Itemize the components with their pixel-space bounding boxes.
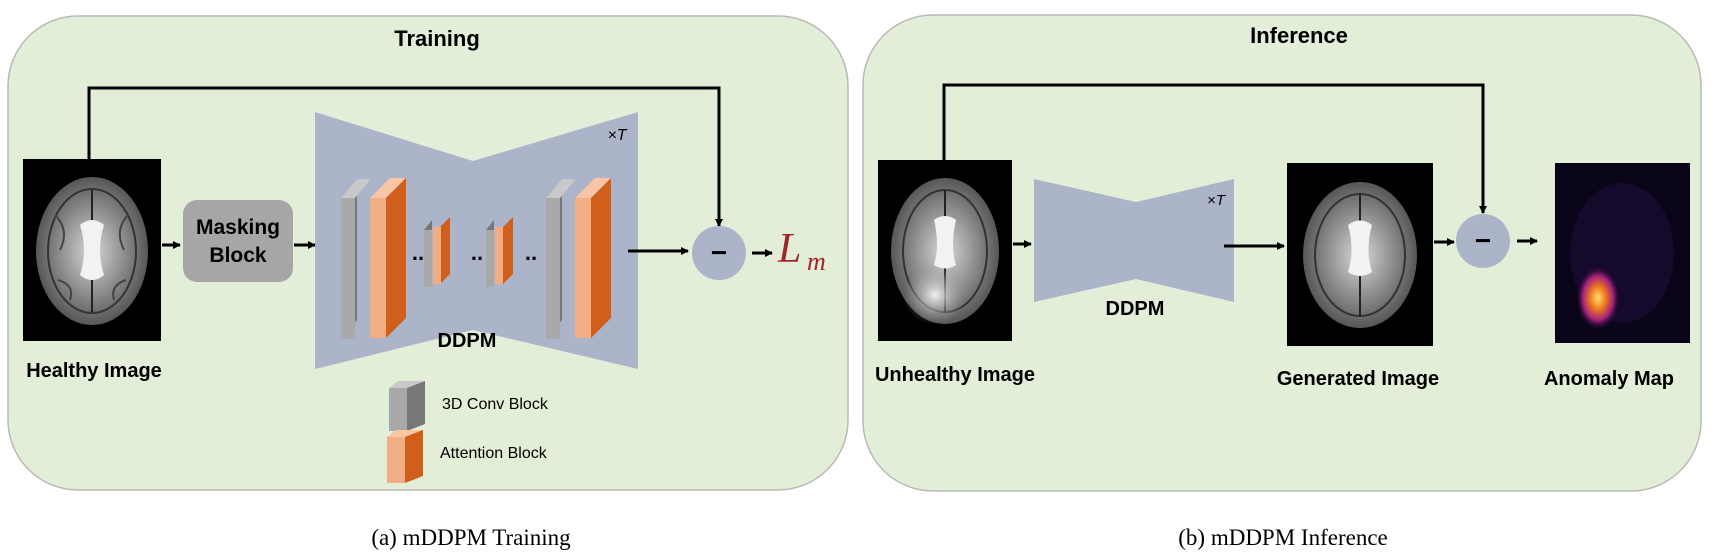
inference-ddpm-label: DDPM	[1106, 298, 1165, 320]
ddpm-conv-block-small-1	[424, 220, 432, 287]
loss-subscript: m	[807, 247, 826, 276]
legend-attention-label: Attention Block	[440, 445, 548, 462]
training-times-t: ×T	[607, 127, 627, 144]
inference-skip-connection	[942, 83, 1487, 214]
ddpm-attention-block-small-1	[433, 217, 450, 284]
legend-conv-label: 3D Conv Block	[442, 396, 549, 413]
legend-conv-block-icon	[389, 381, 425, 431]
healthy-image	[23, 159, 161, 341]
training-skip-connection	[87, 86, 723, 227]
loss-symbol: L	[777, 226, 801, 272]
masking-block-label-line2: Block	[209, 244, 267, 267]
healthy-image-label: Healthy Image	[26, 360, 162, 382]
ddpm-attention-block-right	[575, 178, 611, 338]
ddpm-dots-2: ..	[471, 240, 483, 265]
training-minus-circle	[692, 226, 746, 280]
generated-image-label: Generated Image	[1277, 368, 1439, 390]
masking-block-label-line1: Masking	[196, 216, 280, 239]
inference-title: Inference	[1250, 23, 1348, 48]
ddpm-attention-block-left	[370, 178, 406, 338]
ddpm-conv-block-right	[546, 179, 576, 339]
unhealthy-image	[878, 160, 1012, 341]
training-minus-sign: −	[711, 237, 727, 268]
inference-panel-background	[862, 14, 1702, 492]
inference-ddpm-shape	[1034, 179, 1234, 302]
anomaly-map	[1555, 163, 1690, 343]
training-title: Training	[394, 26, 480, 51]
inference-minus-sign: −	[1475, 225, 1491, 256]
caption-b: (b) mDDPM Inference	[1178, 525, 1387, 550]
training-ddpm-label: DDPM	[438, 330, 497, 352]
legend-attention-block-icon	[387, 430, 423, 483]
legend: 3D Conv Block Attention Block	[387, 381, 549, 483]
ddpm-attention-block-small-2	[495, 217, 513, 284]
generated-image	[1287, 163, 1433, 346]
caption-a: (a) mDDPM Training	[371, 525, 571, 550]
anomaly-map-label: Anomaly Map	[1544, 368, 1674, 390]
inference-minus-circle	[1456, 214, 1510, 268]
ddpm-conv-block-small-2	[486, 220, 494, 287]
ddpm-conv-block-left	[341, 179, 371, 339]
ddpm-dots-1: ..	[412, 240, 424, 265]
inference-panel: Inference Unhealthy Image ×T DDPM	[862, 14, 1702, 492]
inference-times-t: ×T	[1207, 192, 1227, 209]
unhealthy-image-label: Unhealthy Image	[875, 364, 1035, 386]
ddpm-dots-3: ..	[525, 240, 537, 265]
training-panel: Training Healthy Image Masking Block ×T …	[7, 15, 849, 491]
masking-block: Masking Block	[183, 200, 293, 282]
